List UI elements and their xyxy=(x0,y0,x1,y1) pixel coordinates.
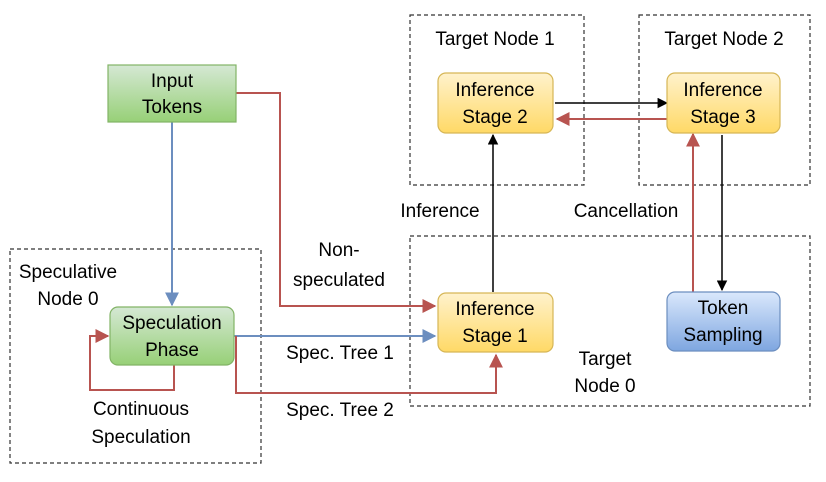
inference-edge-label: Inference xyxy=(400,201,479,222)
input-tokens-node: Input Tokens xyxy=(107,64,237,123)
token-sampling-label-line1: Token xyxy=(698,298,749,319)
speculation-phase-label-line1: Speculation xyxy=(122,313,221,334)
edge-input-to-stage1-nonspeculated xyxy=(236,92,437,313)
target-node-2-region xyxy=(638,14,811,186)
inference-stage-1-node: Inference Stage 1 xyxy=(437,292,554,353)
continuous-speculation-label-line1: Continuous xyxy=(93,399,189,420)
non-speculated-label-line1: Non- xyxy=(318,240,359,261)
inference-stage-2-label-line1: Inference xyxy=(455,80,534,101)
non-speculated-label-line2: speculated xyxy=(293,270,385,291)
spec-tree-1-label: Spec. Tree 1 xyxy=(286,343,394,364)
target-node-0-region xyxy=(409,235,811,407)
target-node-1-region xyxy=(409,14,585,186)
target-node-2-label: Target Node 2 xyxy=(664,29,783,50)
target-node-0-label-line1: Target xyxy=(579,349,633,370)
speculative-node-0-region xyxy=(9,248,262,464)
token-sampling-node: Token Sampling xyxy=(666,291,781,352)
spec-tree-2-label: Spec. Tree 2 xyxy=(286,400,394,421)
target-node-0-label-line2: Node 0 xyxy=(574,376,635,397)
inference-stage-3-label-line1: Inference xyxy=(683,80,762,101)
edge-continuous-speculation-loop xyxy=(89,329,175,391)
inference-stage-3-label-line2: Stage 3 xyxy=(690,107,756,128)
edge-spec-tree-2 xyxy=(235,336,503,394)
continuous-speculation-label-line2: Speculation xyxy=(91,427,190,448)
target-node-1-label: Target Node 1 xyxy=(435,29,554,50)
speculative-node-0-label-line2: Node 0 xyxy=(37,289,98,310)
inference-stage-1-label-line2: Stage 1 xyxy=(462,326,528,347)
inference-stage-1-label-line1: Inference xyxy=(455,299,534,320)
inference-stage-2-node: Inference Stage 2 xyxy=(437,72,554,134)
speculative-node-0-label-line1: Speculative xyxy=(19,262,117,283)
inference-stage-3-node: Inference Stage 3 xyxy=(666,72,781,134)
inference-stage-2-label-line2: Stage 2 xyxy=(462,107,528,128)
cancellation-edge-label: Cancellation xyxy=(574,201,679,222)
token-sampling-label-line2: Sampling xyxy=(683,325,762,346)
speculation-phase-node: Speculation Phase xyxy=(109,306,235,366)
input-tokens-label-line2: Tokens xyxy=(142,97,202,118)
speculation-phase-label-line2: Phase xyxy=(145,340,199,361)
input-tokens-label-line1: Input xyxy=(151,71,194,92)
